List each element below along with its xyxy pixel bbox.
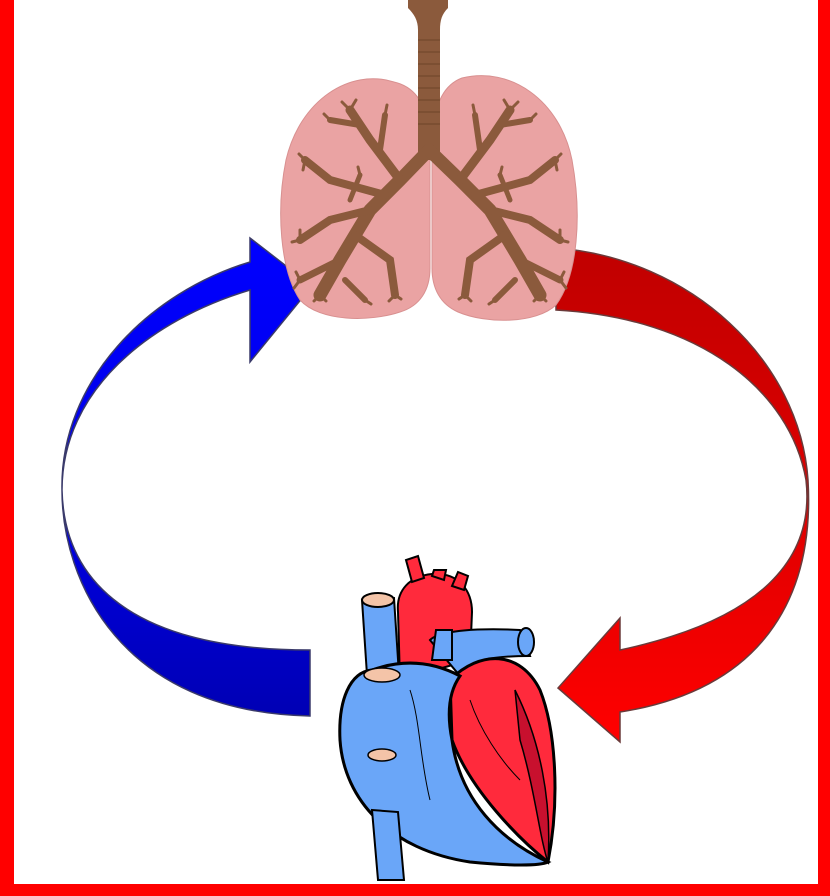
aorta-branch-3 bbox=[452, 572, 468, 590]
pulmonary-branch bbox=[432, 630, 452, 660]
frame-left bbox=[0, 0, 14, 896]
blue-arrow-icon bbox=[62, 238, 312, 716]
aorta-branch-1 bbox=[406, 556, 424, 582]
inner-vessel-opening bbox=[364, 668, 400, 682]
frame-bottom bbox=[0, 884, 830, 896]
lungs-icon bbox=[281, 0, 577, 320]
pulmonary-opening bbox=[518, 628, 534, 656]
heart-icon bbox=[340, 556, 555, 880]
red-arrow-icon bbox=[556, 248, 809, 742]
inferior-vena-cava bbox=[372, 810, 404, 880]
frame-right bbox=[818, 0, 830, 896]
vena-cava-opening bbox=[362, 593, 394, 607]
coronary-opening bbox=[368, 749, 396, 761]
